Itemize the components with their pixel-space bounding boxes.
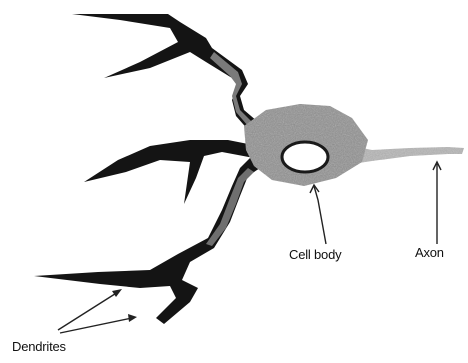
dendrites-pointer-b (60, 318, 132, 333)
dendrites-label: Dendrites (12, 340, 66, 353)
dendrites-pointer-a (58, 292, 118, 330)
cell-body-label: Cell body (289, 248, 341, 261)
dendrite-lower-shading (206, 168, 254, 246)
dendrite-lower (34, 156, 260, 324)
axon (352, 146, 464, 164)
dendrites-arrowhead-b (128, 314, 137, 322)
dendrites-arrowhead-a (112, 289, 122, 297)
nucleus (282, 142, 328, 172)
axon-label: Axon (415, 246, 444, 259)
cell-body-pointer (314, 186, 326, 244)
